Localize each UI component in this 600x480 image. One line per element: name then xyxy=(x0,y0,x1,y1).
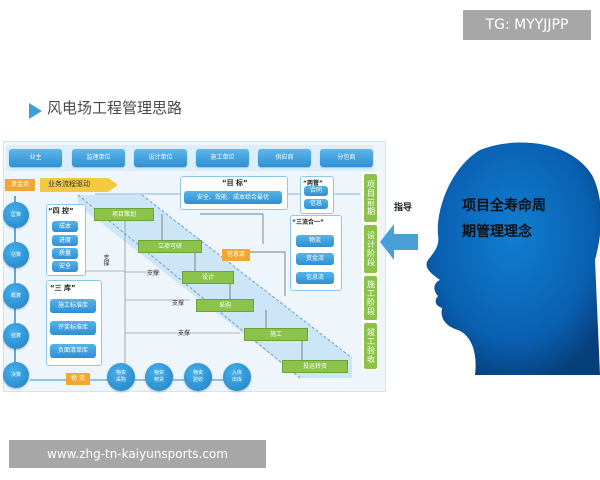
business-flow-arrow-icon xyxy=(40,178,118,192)
info-flow-tag: 信息流 xyxy=(222,249,250,261)
lib-negative-list: 负面清单库 xyxy=(50,344,96,358)
circle-final-account: 决算 xyxy=(3,362,29,388)
stakeholder-bar xyxy=(6,145,374,171)
flow-logistics: 物流 xyxy=(296,235,334,247)
four-control-title: “四 控” xyxy=(48,207,74,215)
stakeholder-designer: 设计单位 xyxy=(134,149,187,167)
circle-material-arrival: 物资 到货 xyxy=(145,363,173,391)
head-text-line1: 项目全寿命周 xyxy=(462,198,546,214)
circle-estimate: 估算 xyxy=(3,242,29,268)
stakeholder-subcontractor: 分包商 xyxy=(320,149,373,167)
tg-watermark: TG: MYYJJPP xyxy=(463,10,591,40)
goal-title: “目 标” xyxy=(222,179,248,187)
logistics-tag: 物 流 xyxy=(66,373,90,385)
step-commissioning: 投运转资 xyxy=(282,360,348,373)
step-feasibility-study: 立项可研 xyxy=(138,240,202,253)
guide-label: 指导 xyxy=(394,203,413,213)
circle-material-purchase: 物资 采购 xyxy=(107,363,135,391)
support-label-vertical: 支撑 xyxy=(102,254,109,266)
circle-warehouse-io: 入库 出库 xyxy=(223,363,251,391)
control-safety: 安全 xyxy=(52,261,78,272)
lib-construction-standards: 施工标准库 xyxy=(50,299,96,313)
head-silhouette-icon xyxy=(426,142,600,375)
three-libs-title: “三 库” xyxy=(50,284,76,292)
circle-material-inspection: 物资 验收 xyxy=(184,363,212,391)
support-label-2: 支撑 xyxy=(172,300,185,307)
stakeholder-contractor: 施工单位 xyxy=(196,149,249,167)
stage-pre-project: 项目前期 xyxy=(364,174,377,222)
url-watermark: www.zhg-tn-kaiyunsports.com xyxy=(9,440,266,468)
flow-funds: 资金流 xyxy=(296,253,334,265)
fund-flow-tag: 资金流 xyxy=(5,179,35,191)
stakeholder-supplier: 供应商 xyxy=(258,149,311,167)
control-cost: 成本 xyxy=(52,221,78,232)
support-label-3: 支撑 xyxy=(178,330,191,337)
circle-settlement: 结算 xyxy=(3,323,29,349)
manage-information: 信息 xyxy=(304,199,328,209)
title-arrow-icon xyxy=(29,103,42,119)
stage-design: 设计阶段 xyxy=(364,225,377,273)
step-procurement: 采购 xyxy=(196,299,254,312)
goal-text: 安全、效能、成本综合最优 xyxy=(184,191,282,204)
stakeholder-owner: 业主 xyxy=(9,149,62,167)
lib-award-standards: 评奖标准库 xyxy=(50,321,96,335)
support-label-1: 支撑 xyxy=(147,270,160,277)
stakeholder-supervisor: 监理单位 xyxy=(72,149,125,167)
circle-budget: 概算 xyxy=(3,283,29,309)
step-construction: 施工 xyxy=(244,328,308,341)
circle-estimate-rough: 匡算 xyxy=(3,202,29,228)
step-design: 设计 xyxy=(182,271,234,284)
stage-completion: 竣工验收 xyxy=(364,323,377,369)
three-flows-title: “三流合一” xyxy=(292,219,324,226)
flow-information: 信息流 xyxy=(296,272,334,284)
page-title: 风电场工程管理思路 xyxy=(47,99,183,117)
control-schedule: 进度 xyxy=(52,235,78,246)
stage-construction: 施工阶段 xyxy=(364,276,377,320)
step-project-planning: 项目策划 xyxy=(94,208,154,221)
business-flow-label: 业务流程驱动 xyxy=(48,180,90,188)
guide-arrow-icon xyxy=(380,224,418,260)
two-manage-title: “两管” xyxy=(303,180,323,187)
control-quality: 质量 xyxy=(52,248,78,259)
head-text-line2: 期管理理念 xyxy=(462,224,532,240)
manage-contract: 合同 xyxy=(304,186,328,196)
